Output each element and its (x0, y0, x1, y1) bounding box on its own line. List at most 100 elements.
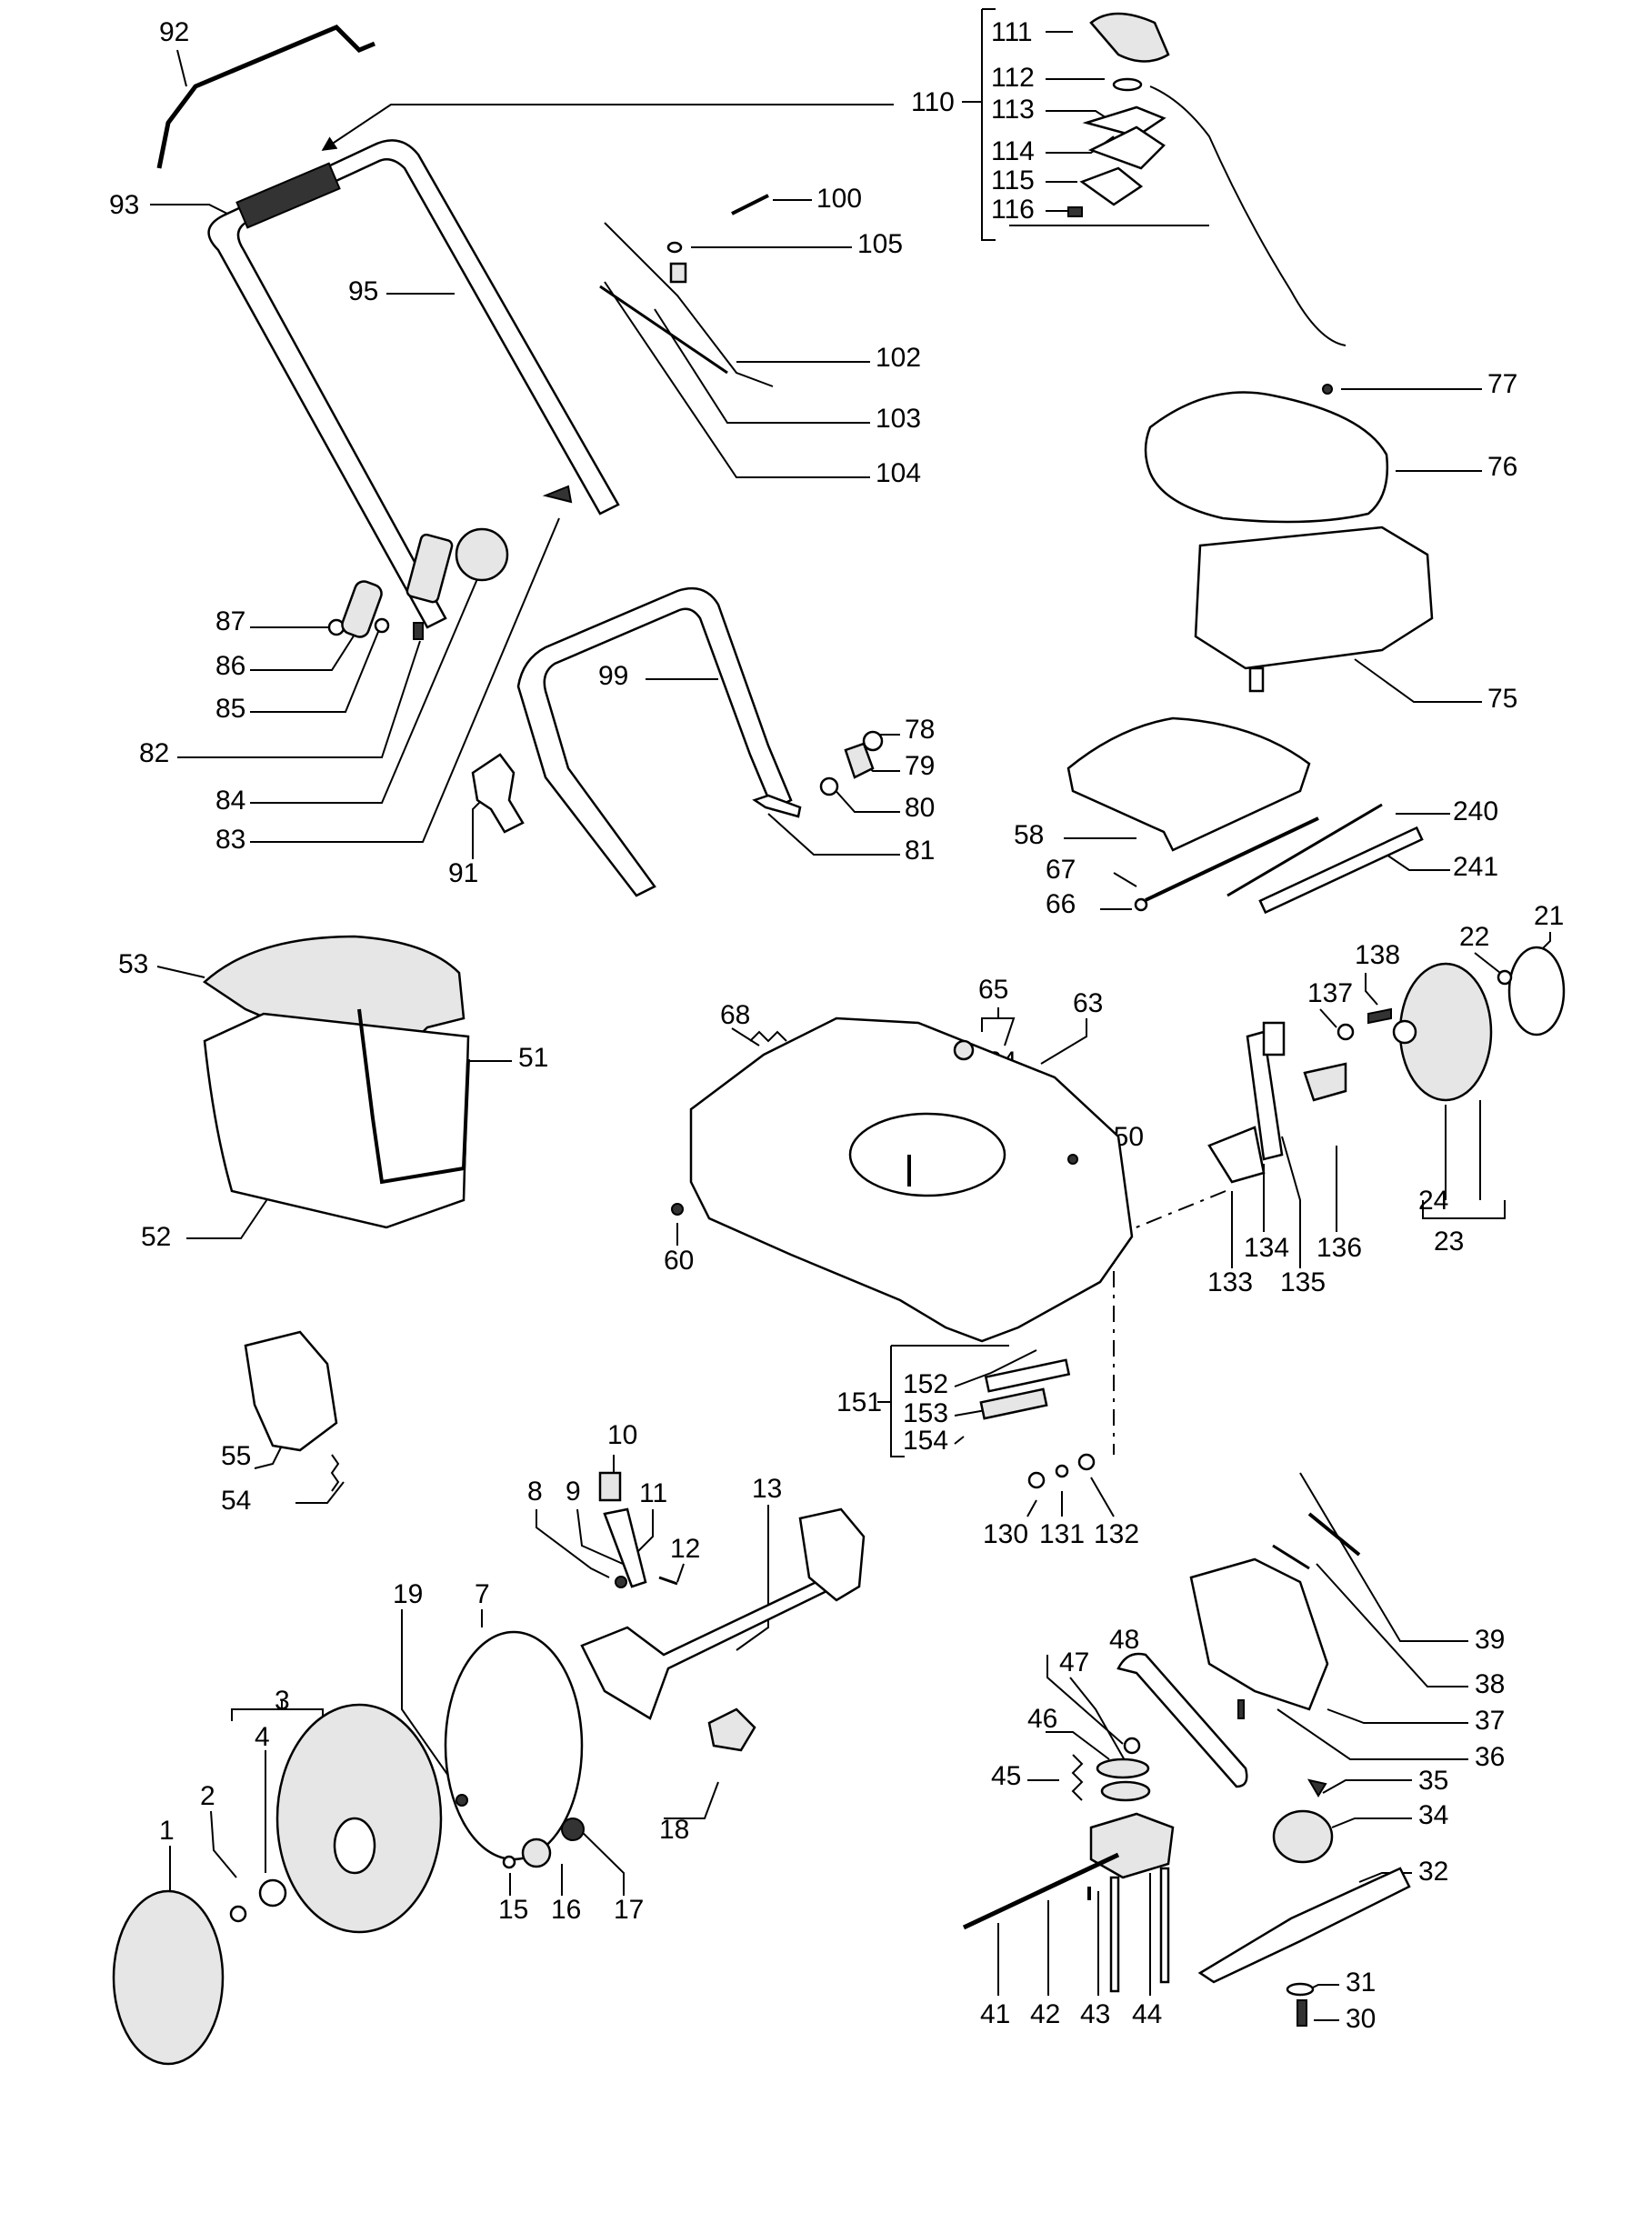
part-93-handle-grip (235, 162, 341, 229)
part-133-plate (1207, 1126, 1266, 1184)
label-7: 7 (475, 1579, 490, 1609)
part-51-bag-frame (357, 1008, 470, 1185)
label-54: 54 (221, 1486, 251, 1516)
label-131: 131 (1039, 1519, 1085, 1549)
label-45: 45 (991, 1761, 1021, 1791)
label-115: 115 (991, 165, 1035, 195)
label-137: 137 (1307, 978, 1353, 1008)
label-84: 84 (215, 786, 245, 816)
part-41-drive-shaft (962, 1852, 1120, 1930)
label-10: 10 (607, 1420, 637, 1450)
label-60: 60 (664, 1246, 694, 1276)
part-81-bolt (752, 794, 802, 818)
label-116: 116 (991, 195, 1035, 225)
label-39: 39 (1475, 1625, 1505, 1655)
part-91-bracket (471, 753, 525, 834)
part-3-wheel-hub (333, 1817, 376, 1875)
label-130: 130 (983, 1519, 1028, 1549)
label-31: 31 (1346, 1968, 1376, 1998)
part-15-clip (502, 1855, 516, 1869)
label-16: 16 (551, 1895, 581, 1925)
label-240: 240 (1453, 796, 1498, 826)
label-91: 91 (448, 858, 478, 888)
label-11: 11 (639, 1478, 667, 1508)
label-93: 93 (109, 190, 139, 220)
part-95-upper-handle (207, 139, 620, 629)
label-32: 32 (1418, 1857, 1448, 1887)
label-95: 95 (348, 276, 378, 306)
label-2: 2 (200, 1781, 215, 1811)
part-78-nut (862, 730, 884, 752)
part-86-knob (341, 580, 383, 638)
label-47: 47 (1059, 1647, 1089, 1677)
label-1: 1 (159, 1816, 175, 1846)
part-114-plate (1087, 125, 1166, 170)
label-110: 110 (911, 87, 955, 117)
part-34-adapter (1272, 1809, 1334, 1864)
part-67-rod (1145, 816, 1319, 902)
label-21: 21 (1534, 901, 1564, 931)
part-46-pulley-2 (1100, 1780, 1151, 1802)
part-150-screw (1067, 1154, 1078, 1165)
part-30-bolt (1297, 1999, 1307, 2027)
label-51: 51 (518, 1043, 548, 1073)
part-92-cable-guide (156, 25, 375, 169)
label-114: 114 (991, 136, 1035, 166)
part-shapes (112, 12, 1566, 2066)
label-63: 63 (1073, 988, 1103, 1018)
label-15: 15 (498, 1895, 528, 1925)
part-58-deflector (1066, 716, 1311, 852)
part-46-pulley (1096, 1757, 1150, 1779)
label-65: 65 (978, 975, 1008, 1005)
part-152-strip (984, 1358, 1071, 1393)
part-16-gear (521, 1837, 552, 1868)
part-1-hubcap (112, 1889, 225, 2066)
label-12: 12 (670, 1534, 700, 1564)
part-52-bag (203, 1012, 470, 1229)
part-68-spring (749, 1030, 787, 1043)
label-132: 132 (1094, 1519, 1139, 1549)
part-113-lever (1082, 105, 1166, 138)
label-58: 58 (1014, 820, 1044, 850)
part-116-screw (1067, 206, 1083, 217)
part-138-bolt (1367, 1007, 1392, 1025)
label-83: 83 (215, 825, 245, 855)
part-110-cable (1149, 85, 1347, 346)
label-104: 104 (876, 458, 921, 488)
label-86: 86 (215, 651, 245, 681)
label-81: 81 (905, 836, 935, 866)
label-100: 100 (816, 184, 862, 214)
part-75-engine (1194, 526, 1434, 670)
label-66: 66 (1046, 889, 1076, 919)
label-152: 152 (903, 1369, 948, 1399)
label-68: 68 (720, 1000, 750, 1030)
label-113: 113 (991, 95, 1035, 125)
part-18-bracket (707, 1707, 756, 1752)
label-105: 105 (857, 229, 903, 259)
part-153-plate (979, 1387, 1048, 1420)
part-77-screw (1322, 384, 1333, 395)
part-4-bearing (258, 1878, 287, 1908)
label-41: 41 (980, 1999, 1010, 2029)
part-79-knob (844, 742, 875, 779)
part-38-strip (1272, 1544, 1310, 1570)
part-60-screw (671, 1203, 684, 1216)
label-138: 138 (1355, 940, 1400, 970)
part-102-cable (604, 222, 774, 387)
label-67: 67 (1046, 855, 1076, 885)
label-42: 42 (1030, 1999, 1060, 2029)
part-85-washer (374, 617, 390, 634)
label-22: 22 (1459, 922, 1489, 952)
label-17: 17 (614, 1895, 644, 1925)
part-48-belt (1116, 1652, 1248, 1788)
label-19: 19 (393, 1579, 423, 1609)
label-153: 153 (903, 1398, 948, 1428)
label-36: 36 (1475, 1742, 1505, 1772)
part-135-grip (1262, 1021, 1286, 1056)
part-83-lever-knob (455, 527, 509, 582)
label-52: 52 (141, 1222, 171, 1252)
part-115-plate (1079, 166, 1144, 206)
leader-lines (150, 8, 1551, 2021)
part-7-cover-disc (444, 1630, 584, 1861)
label-30: 30 (1346, 2004, 1376, 2034)
